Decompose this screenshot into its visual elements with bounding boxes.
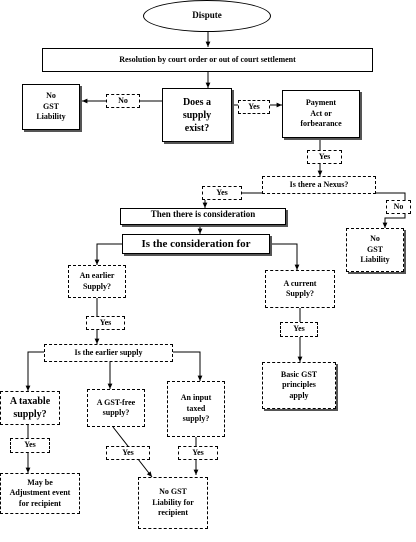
is-earlier-supply-box: Is the earlier supply (44, 344, 173, 362)
input-taxed-supply-box: An input taxed supply? (167, 381, 225, 437)
gst-free-supply-box: A GST-free supply? (87, 389, 145, 427)
adjustment-event-box: May be Adjustment event for recipient (0, 473, 80, 514)
no-gst-recipient-box: No GST Liability for recipient (138, 477, 208, 529)
yes-label-earlier: Yes (86, 316, 125, 330)
yes-label-input-taxed: Yes (178, 446, 218, 460)
edge-consid-earlier (94, 243, 122, 265)
yes-label-payment: Yes (307, 150, 342, 164)
edge-earlier-taxable (25, 351, 44, 391)
dispute-node: Dispute (143, 0, 271, 32)
no-label-supply: No (106, 94, 140, 108)
no-gst-liability-box-1: No GST Liability (22, 84, 80, 130)
basic-gst-principles-box: Basic GST principles apply (262, 362, 336, 409)
payment-act-box: Payment Act or forbearance (282, 90, 360, 138)
yes-label-current: Yes (280, 322, 318, 337)
is-there-nexus-box: Is there a Nexus? (262, 176, 376, 194)
yes-label-gst-free: Yes (106, 446, 150, 460)
then-consideration-box: Then there is consideration (120, 208, 286, 225)
no-label-nexus: No (386, 200, 411, 214)
current-supply-box: A current Supply? (265, 270, 335, 308)
resolution-box: Resolution by court order or out of cour… (42, 48, 373, 72)
earlier-supply-box: An earlier Supply? (68, 265, 126, 298)
does-supply-exist-box: Does a supply exist? (162, 88, 232, 142)
edge-nexus-no (376, 192, 406, 228)
taxable-supply-box: A taxable supply? (0, 391, 60, 425)
yes-label-supply: Yes (238, 100, 270, 114)
is-consideration-for-box: Is the consideration for (122, 234, 270, 254)
edge-earlier-input (173, 351, 203, 381)
no-gst-liability-box-2: No GST Liability (346, 228, 404, 272)
yes-label-taxable: Yes (10, 438, 50, 453)
yes-label-nexus: Yes (202, 186, 242, 200)
edge-consid-current (270, 243, 300, 270)
